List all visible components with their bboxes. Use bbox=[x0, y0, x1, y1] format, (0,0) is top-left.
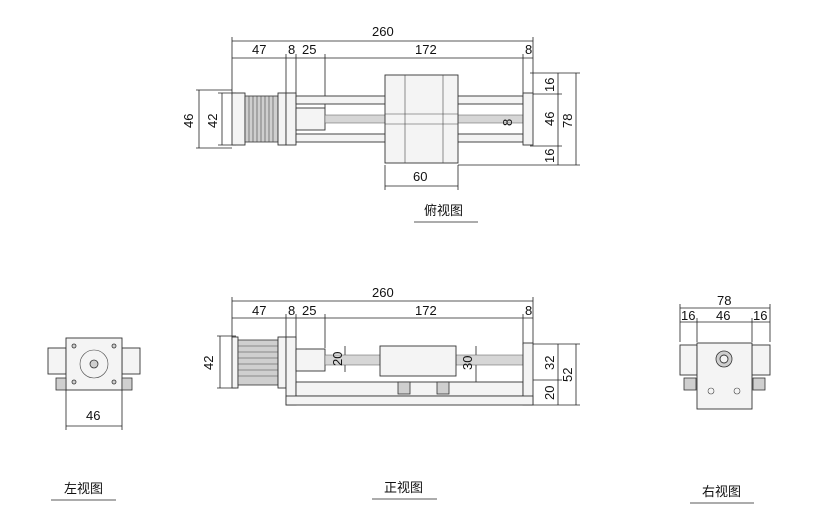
top-dim-total: 260 bbox=[372, 24, 394, 39]
front-motor-plate bbox=[231, 336, 239, 389]
right-dim-c: 16 bbox=[753, 308, 767, 323]
left-shaft bbox=[89, 359, 99, 369]
front-coupler-block bbox=[285, 336, 297, 406]
top-end-block bbox=[522, 92, 534, 146]
left-foot-left bbox=[55, 377, 67, 391]
left-bolt-hole bbox=[111, 379, 117, 385]
left-flange-left bbox=[47, 347, 67, 375]
top-dim-e: 8 bbox=[525, 42, 532, 57]
right-hole bbox=[733, 387, 741, 395]
top-view bbox=[196, 37, 580, 190]
top-dim-carriage: 60 bbox=[413, 169, 427, 184]
front-carriage-foot-left bbox=[397, 381, 411, 395]
top-carriage bbox=[384, 74, 459, 164]
top-coupler bbox=[295, 107, 326, 131]
top-dim-right-bottom: 16 bbox=[542, 149, 557, 163]
right-hole bbox=[707, 387, 715, 395]
left-dim-width: 46 bbox=[86, 408, 100, 423]
top-dim-right-mid: 46 bbox=[542, 112, 557, 126]
top-dim-right-top: 16 bbox=[542, 78, 557, 92]
top-motor-fins bbox=[248, 96, 274, 142]
left-bolt-hole bbox=[111, 343, 117, 349]
right-dim-total: 78 bbox=[717, 293, 731, 308]
front-dim-right-b: 52 bbox=[560, 368, 575, 382]
left-view-caption: 左视图 bbox=[64, 482, 103, 497]
top-coupler-block bbox=[285, 92, 297, 146]
front-dim-right-a: 32 bbox=[542, 356, 557, 370]
top-dim-left-inner: 42 bbox=[205, 114, 220, 128]
left-bolt-hole bbox=[71, 379, 77, 385]
left-view-dimension-lines bbox=[65, 390, 123, 430]
front-dim-d: 172 bbox=[415, 303, 437, 318]
right-dim-b: 46 bbox=[716, 308, 730, 323]
top-motor-plate bbox=[231, 92, 246, 146]
front-dim-c: 25 bbox=[302, 303, 316, 318]
top-dim-b: 8 bbox=[288, 42, 295, 57]
front-view-dimension-lines bbox=[217, 297, 580, 406]
front-motor-end-plate bbox=[277, 336, 287, 389]
front-dim-inner-b: 30 bbox=[460, 356, 475, 370]
front-coupler bbox=[295, 348, 326, 372]
right-flange-right bbox=[751, 344, 771, 376]
top-motor-body bbox=[244, 95, 279, 143]
front-bottom-plate bbox=[285, 395, 534, 406]
front-dim-e: 8 bbox=[525, 303, 532, 318]
top-dim-left-outer: 46 bbox=[181, 114, 196, 128]
top-carriage-lines bbox=[385, 75, 458, 163]
top-dim-d: 172 bbox=[415, 42, 437, 57]
front-motor-body bbox=[237, 339, 279, 386]
front-dim-right-c: 20 bbox=[542, 386, 557, 400]
front-dim-a: 47 bbox=[252, 303, 266, 318]
left-view bbox=[47, 337, 141, 430]
front-carriage-foot-right bbox=[436, 381, 450, 395]
right-foot-left bbox=[683, 377, 697, 391]
front-motor-fins bbox=[238, 345, 278, 377]
right-flange-left bbox=[679, 344, 698, 376]
right-view-caption: 右视图 bbox=[702, 485, 741, 500]
front-dim-b: 8 bbox=[288, 303, 295, 318]
right-dim-a: 16 bbox=[681, 308, 695, 323]
left-bolt-hole bbox=[71, 343, 77, 349]
top-motor-end-plate bbox=[277, 92, 287, 146]
top-dim-screw: 8 bbox=[500, 119, 515, 126]
front-view-caption: 正视图 bbox=[384, 481, 423, 496]
right-view-dimension-lines bbox=[679, 304, 771, 342]
top-dim-c: 25 bbox=[302, 42, 316, 57]
left-foot-right bbox=[121, 377, 133, 391]
top-dim-a: 47 bbox=[252, 42, 266, 57]
right-foot-right bbox=[752, 377, 766, 391]
top-view-caption: 俯视图 bbox=[424, 203, 463, 219]
front-carriage bbox=[379, 345, 457, 377]
top-dim-right-total: 78 bbox=[560, 114, 575, 128]
front-view bbox=[217, 297, 580, 406]
left-shaft-circle bbox=[79, 349, 109, 379]
front-dim-total: 260 bbox=[372, 285, 394, 300]
right-view bbox=[679, 304, 771, 410]
front-dim-inner-a: 20 bbox=[330, 352, 345, 366]
right-bearing-inner bbox=[719, 354, 729, 364]
front-dim-left-h: 42 bbox=[201, 356, 216, 370]
left-flange-right bbox=[121, 347, 141, 375]
